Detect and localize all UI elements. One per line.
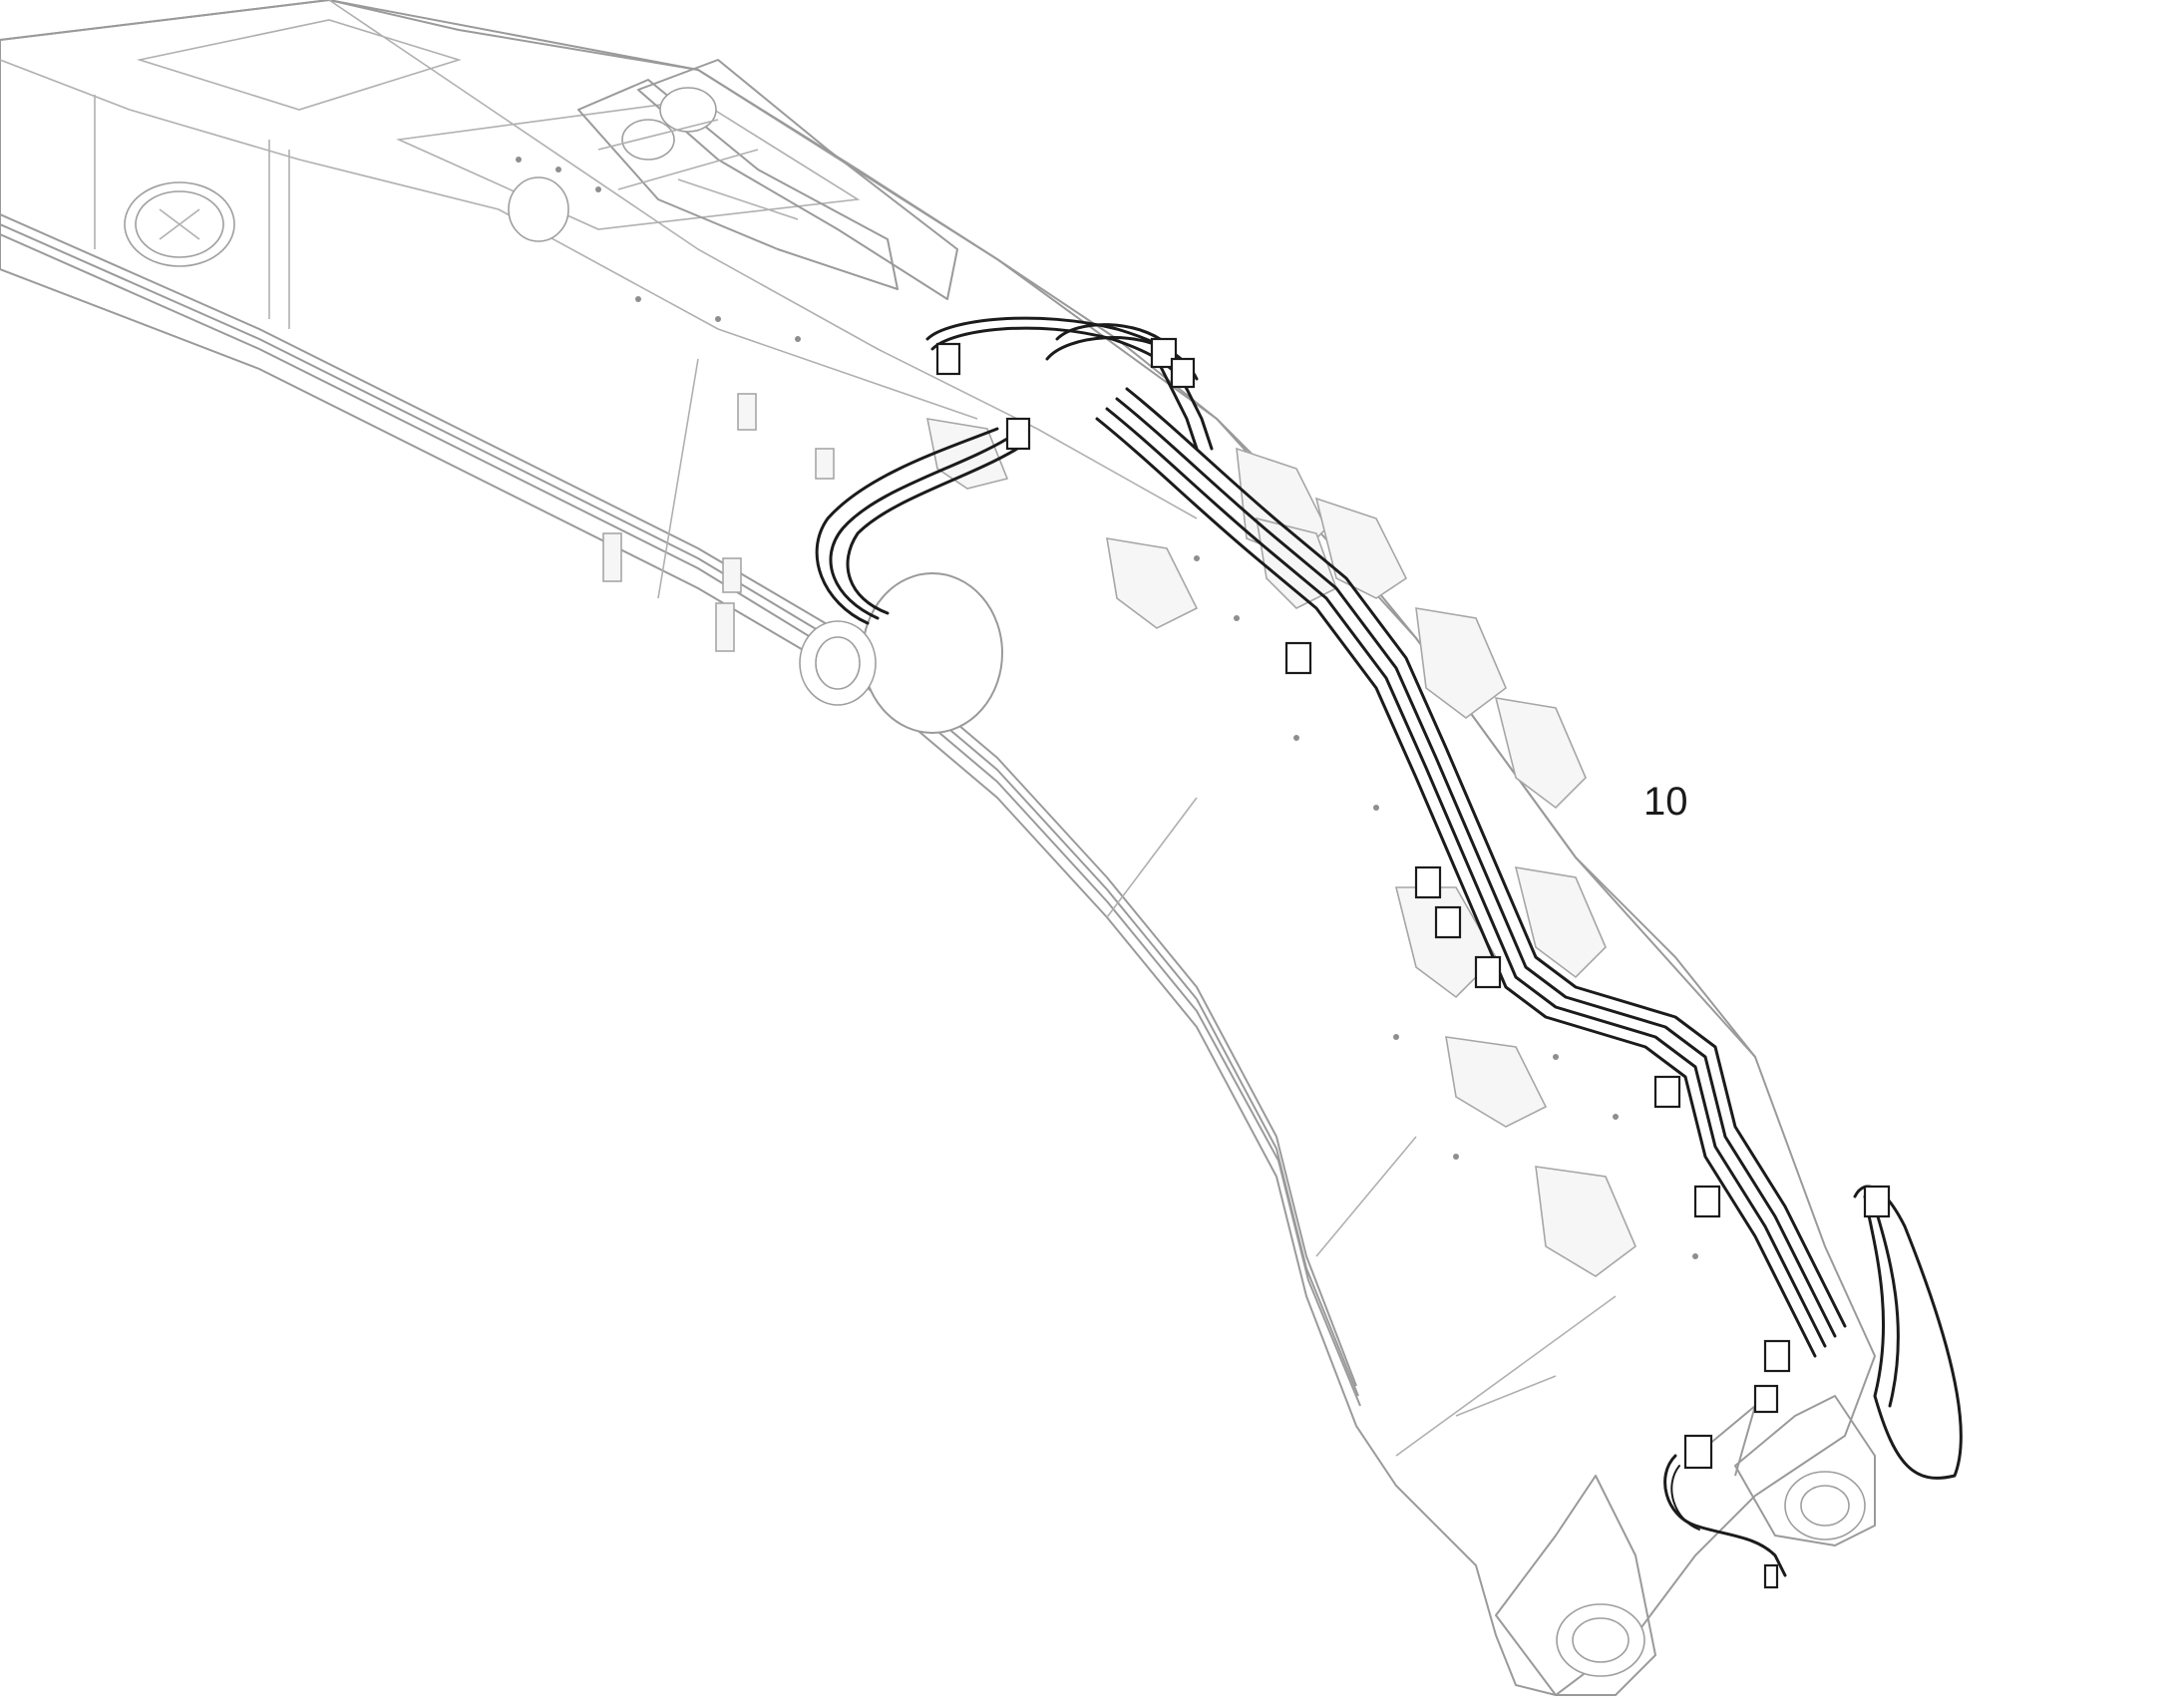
hose-clamps [935,337,1891,1589]
hose-assembly [815,316,1963,1577]
side-pin-boss [799,572,1003,734]
boom-structure [0,0,1877,1697]
arm-tip-pin-bosses [1495,1395,1876,1696]
side-pads [602,393,835,652]
fastener-dots [516,157,1698,1259]
part-callout-label: 10 [1643,780,1688,824]
cylinder-mount-brackets [508,59,958,300]
clamp-plates [925,418,1636,1277]
inspection-cover [124,181,235,267]
